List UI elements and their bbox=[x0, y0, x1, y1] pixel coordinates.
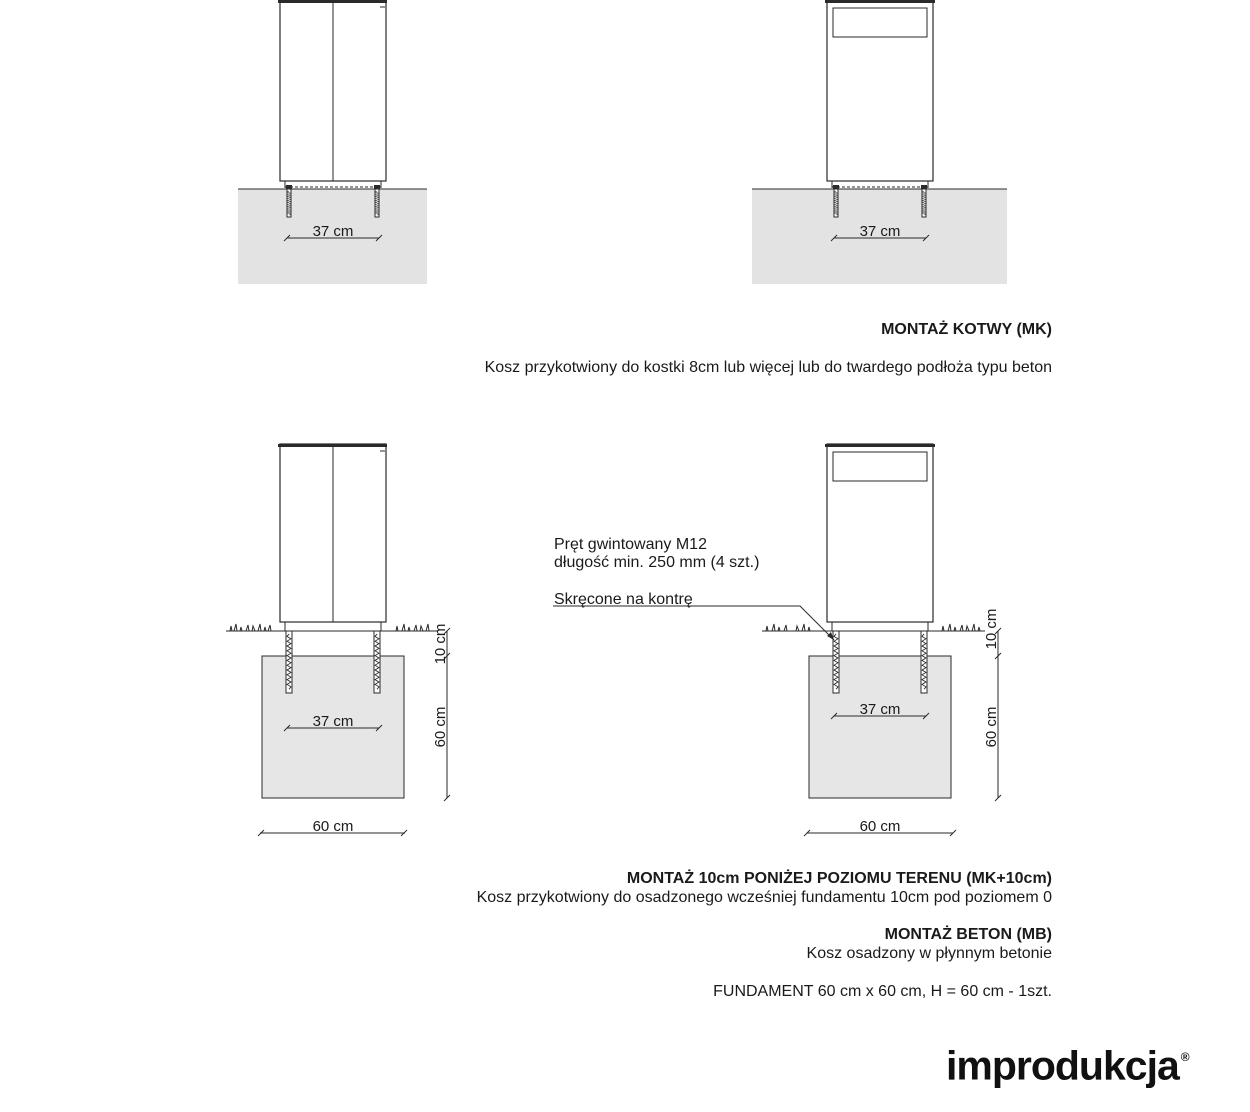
dim-label: 37 cm bbox=[313, 713, 354, 730]
bin-body bbox=[825, 0, 935, 188]
ground-block bbox=[238, 189, 427, 284]
bin-body bbox=[278, 0, 387, 188]
anchor-left bbox=[286, 185, 292, 218]
section-mk-title: MONTAŻ KOTWY (MK) bbox=[881, 321, 1052, 338]
dimension-width: 60 cm bbox=[803, 818, 957, 837]
dimension-anchor-spacing: 37 cm bbox=[830, 223, 930, 242]
dimension-vertical: 10 cm 60 cm bbox=[432, 624, 451, 802]
dimension-vertical: 10 cm 60 cm bbox=[983, 609, 1002, 802]
bin-body bbox=[825, 443, 935, 631]
info-panel bbox=[832, 7, 928, 38]
mk-panel-view: 37 cm bbox=[752, 0, 1007, 284]
section-mk10-description: Kosz przykotwiony do osadzonego wcześnie… bbox=[476, 889, 1052, 906]
mk10-double-door-view: 37 cm 10 cm 60 cm 60 cm bbox=[226, 443, 451, 837]
anchor-left bbox=[285, 630, 293, 694]
anchor-right bbox=[374, 185, 380, 218]
dim-label: 37 cm bbox=[860, 701, 901, 718]
logo-text: improdukcja bbox=[946, 1042, 1180, 1089]
dim-label: 37 cm bbox=[860, 223, 901, 240]
foundation-block bbox=[808, 655, 952, 799]
foundation-note: FUNDAMENT 60 cm x 60 cm, H = 60 cm - 1sz… bbox=[713, 983, 1052, 1000]
locknut-label: Skręcone na kontrę bbox=[554, 591, 693, 608]
registered-mark: ® bbox=[1180, 1050, 1190, 1064]
mk-double-door-view: 37 cm bbox=[238, 0, 427, 284]
dimension-anchor-spacing: 37 cm bbox=[283, 223, 383, 242]
leader-line bbox=[553, 605, 835, 641]
bin-body bbox=[278, 443, 387, 631]
anchor-right bbox=[921, 185, 927, 218]
dim-label-10: 10 cm bbox=[432, 624, 449, 665]
dim-label: 60 cm bbox=[860, 818, 901, 835]
terrain-grass bbox=[762, 623, 985, 632]
ground-block bbox=[752, 189, 1007, 284]
dim-label: 60 cm bbox=[313, 818, 354, 835]
dimension-anchor-spacing: 37 cm bbox=[283, 713, 383, 732]
anchor-right bbox=[373, 630, 381, 694]
dimension-width: 60 cm bbox=[257, 818, 408, 837]
dim-label-60: 60 cm bbox=[983, 707, 1000, 748]
mb-panel-view: 37 cm 10 cm 60 cm 60 cm bbox=[553, 443, 1002, 837]
dim-label-10: 10 cm bbox=[983, 609, 1000, 650]
anchor-left bbox=[832, 630, 840, 694]
terrain-grass bbox=[226, 623, 438, 632]
dim-label: 37 cm bbox=[313, 223, 354, 240]
section-mk-description: Kosz przykotwiony do kostki 8cm lub więc… bbox=[484, 359, 1052, 376]
anchor-left bbox=[833, 185, 839, 218]
section-mb-title: MONTAŻ BETON (MB) bbox=[884, 926, 1052, 943]
brand-logo: improdukcja® bbox=[946, 1036, 1190, 1091]
leader-arrow bbox=[827, 632, 834, 640]
dimension-anchor-spacing: 37 cm bbox=[830, 701, 930, 720]
rod-spec-line2: długość min. 250 mm (4 szt.) bbox=[554, 554, 760, 571]
anchor-right bbox=[920, 630, 928, 694]
dim-label-60: 60 cm bbox=[432, 707, 449, 748]
rod-spec-line1: Pręt gwintowany M12 bbox=[554, 536, 707, 553]
section-mb-description: Kosz osadzony w płynnym betonie bbox=[806, 945, 1052, 962]
section-mk10-title: MONTAŻ 10cm PONIŻEJ POZIOMU TERENU (MK+1… bbox=[626, 870, 1052, 887]
info-panel bbox=[832, 451, 928, 482]
